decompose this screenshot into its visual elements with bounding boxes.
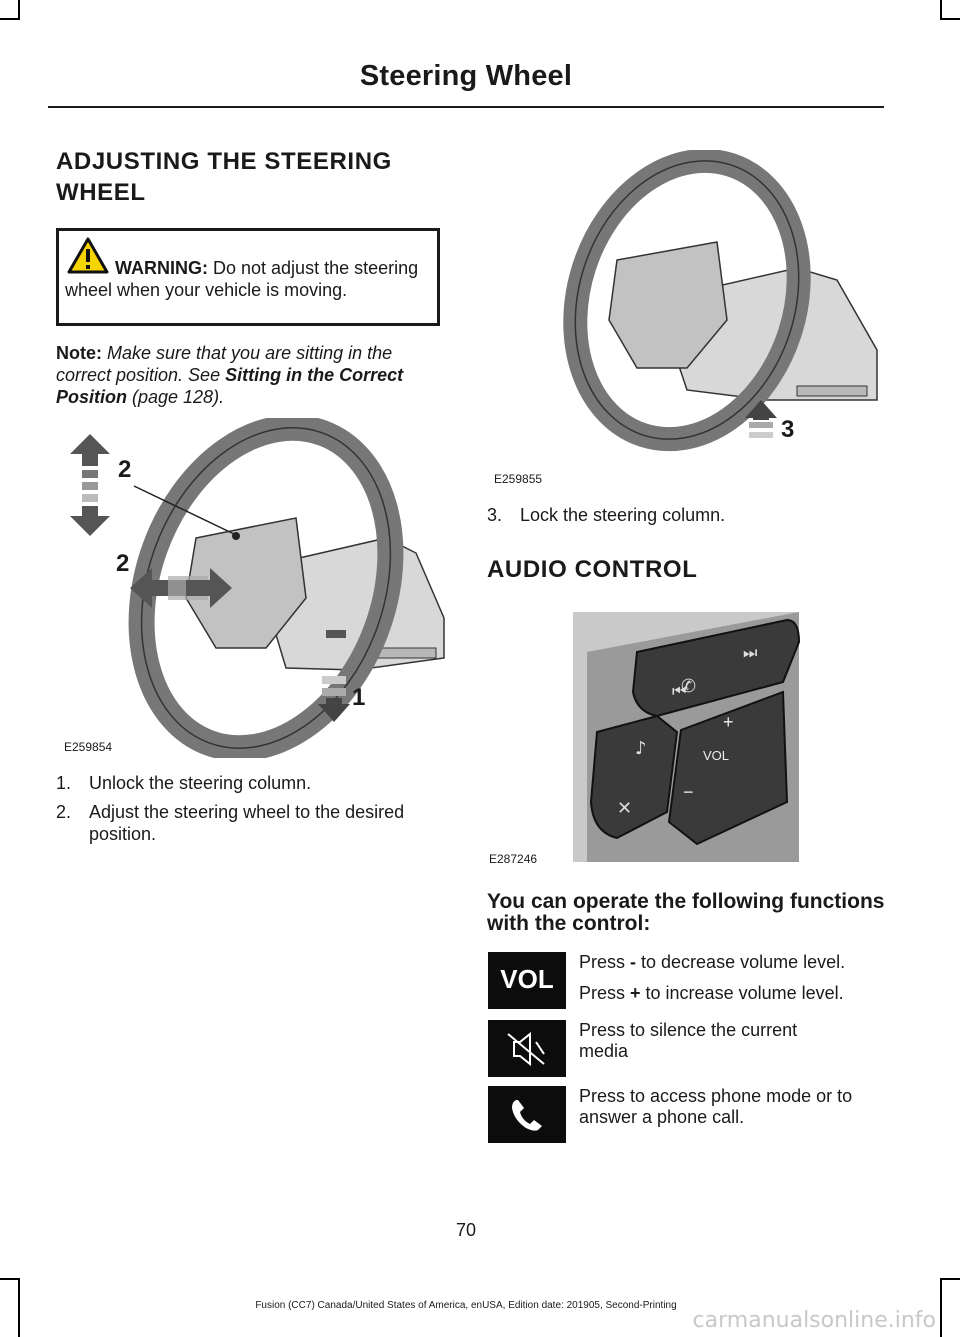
functions-heading: You can operate the following functions … xyxy=(487,890,885,935)
minus-label: − xyxy=(683,782,694,802)
vol-label: VOL xyxy=(703,748,730,763)
svg-text:⏮: ⏮ xyxy=(672,681,686,700)
page-title: Steering Wheel xyxy=(359,60,573,92)
svg-text:✆: ✆ xyxy=(681,676,696,697)
page-number: 70 xyxy=(455,1220,477,1240)
volume-icon-box: VOL xyxy=(488,952,566,1009)
warning-box: WARNING: Do not adjust the steering whee… xyxy=(56,228,440,326)
section-heading-audio: AUDIO CONTROL xyxy=(487,556,698,583)
crop-mark xyxy=(940,1278,960,1280)
mute-text: Press to silence the current media xyxy=(579,1020,798,1061)
callout-3: 3 xyxy=(781,416,795,443)
warning-text: WARNING: Do not adjust the steering whee… xyxy=(65,257,435,301)
watermark: carmanualsonline.info xyxy=(692,1308,936,1333)
phone-text: Press to access phone mode or to answer … xyxy=(579,1086,853,1127)
figure-code: E259854 xyxy=(64,740,113,754)
callout-2-upper: 2 xyxy=(118,456,132,483)
crop-mark xyxy=(18,1278,20,1337)
steering-wheel-locked-illustration xyxy=(563,148,878,452)
note-label: Note: xyxy=(56,343,102,363)
crop-mark xyxy=(940,0,942,20)
crop-mark xyxy=(940,1278,942,1337)
svg-text:⏭: ⏭ xyxy=(743,643,757,662)
callout-2-lower: 2 xyxy=(116,550,130,577)
vol-decrease-text: Press - to decrease volume level. xyxy=(579,952,846,972)
figure-steering-lock: 3 E259855 xyxy=(487,148,879,490)
warning-body: Do not adjust the steering wheel when yo… xyxy=(65,258,419,300)
vol-increase-text: Press + to increase volume level. xyxy=(579,983,844,1003)
plus-label: + xyxy=(723,712,734,732)
callout-1: 1 xyxy=(352,684,366,711)
phone-icon-box xyxy=(488,1086,566,1143)
crop-mark xyxy=(0,18,20,20)
warning-label: WARNING: xyxy=(115,258,208,278)
crop-mark xyxy=(0,1278,20,1280)
phone-icon xyxy=(512,1100,542,1131)
footer-text: Fusion (CC7) Canada/United States of Ame… xyxy=(255,1300,677,1311)
svg-text:✕: ✕ xyxy=(617,798,632,819)
svg-text:♪: ♪ xyxy=(635,738,647,759)
cross-reference-link[interactable]: Sitting in the Correct Position xyxy=(56,365,404,407)
crop-mark xyxy=(940,18,960,20)
section-heading-adjusting: ADJUSTING THE STEERING WHEEL xyxy=(56,148,392,206)
mute-icon-box xyxy=(488,1020,566,1077)
crop-mark xyxy=(18,0,20,20)
header-divider xyxy=(48,106,884,108)
vol-icon: VOL xyxy=(500,964,554,994)
audio-control-illustration: ⏮ ⏭ ✆ ♪ ✕ xyxy=(573,612,801,862)
figure-code: E287246 xyxy=(489,852,538,866)
figure-code: E259855 xyxy=(494,472,543,486)
figure-audio-control: ⏮ ⏭ ✆ ♪ ✕ + VOL − E287246 xyxy=(487,612,807,870)
figure-steering-adjust: 2 2 1 E259854 xyxy=(56,414,448,762)
mute-icon xyxy=(507,1031,545,1067)
steering-wheel-illustration xyxy=(70,414,445,762)
step-2: 2.Adjust the steering wheel to the desir… xyxy=(56,802,405,844)
note-paragraph: Note: Make sure that you are sitting in … xyxy=(56,343,404,407)
warning-triangle-icon xyxy=(67,237,109,274)
